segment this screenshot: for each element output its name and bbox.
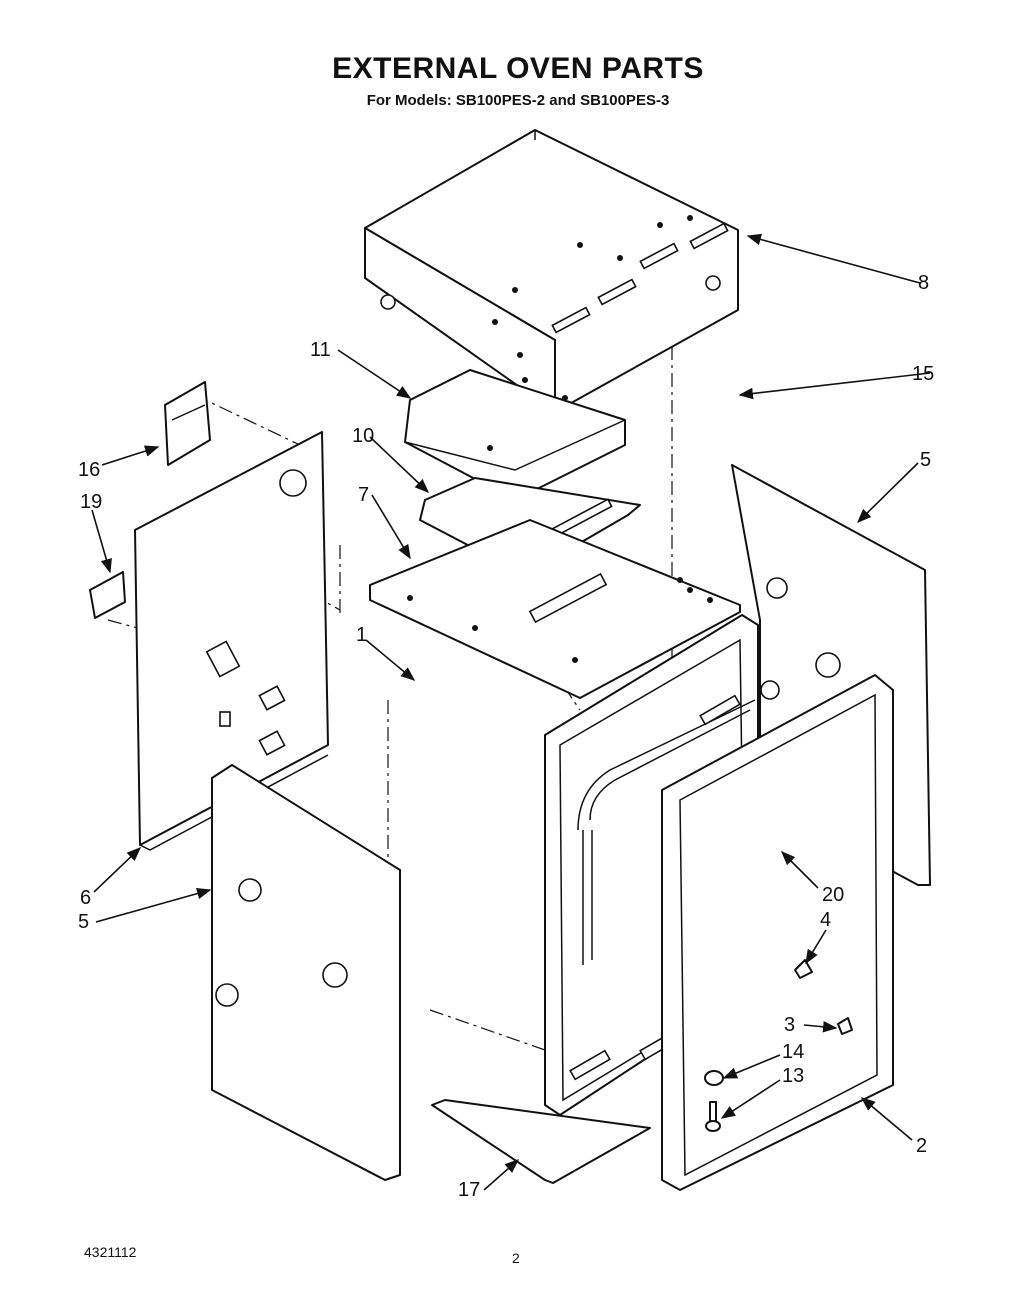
callout-10: 10 [352,425,375,447]
callout-11: 11 [310,339,331,361]
callout-4: 4 [820,909,832,931]
part-8-top-cover [364,129,739,413]
callout-3: 3 [784,1014,796,1036]
callout-20: 20 [822,884,845,906]
callout-14: 14 [782,1041,805,1063]
callout-17: 17 [458,1179,481,1201]
callout-6: 6 [80,887,92,909]
hardware-parts [704,959,853,1132]
part-13-bolt [709,1101,717,1123]
callout-16: 16 [78,459,101,481]
page-subtitle: For Models: SB100PES-2 and SB100PES-3 [366,92,670,109]
callout-2: 2 [916,1135,928,1157]
callout-5-left: 5 [78,911,90,933]
part-7-top-plate [369,519,741,699]
part-11-shield [404,369,626,501]
part-16-bracket [164,381,211,466]
callout-7: 7 [358,484,370,506]
callout-13: 13 [782,1065,805,1087]
callout-5-right: 5 [920,449,932,471]
callout-8: 8 [918,272,930,294]
part-6-rear-panel [134,431,329,851]
document-number: 4321112 [84,1244,137,1260]
part-4-clip [794,959,813,979]
part-14-grommet [704,1070,724,1086]
page-number: 2 [512,1250,520,1266]
callout-1: 1 [356,624,368,646]
part-2-front-frame [661,674,894,1191]
callout-19: 19 [80,491,103,513]
part-3-screw [837,1017,853,1035]
part-5-left-side-panel [211,764,401,1181]
page-title: EXTERNAL OVEN PARTS [332,52,704,85]
leader-lines [91,233,931,1191]
part-17-rail [431,1099,651,1184]
part-19-plate [89,571,126,619]
callout-15: 15 [912,363,935,385]
